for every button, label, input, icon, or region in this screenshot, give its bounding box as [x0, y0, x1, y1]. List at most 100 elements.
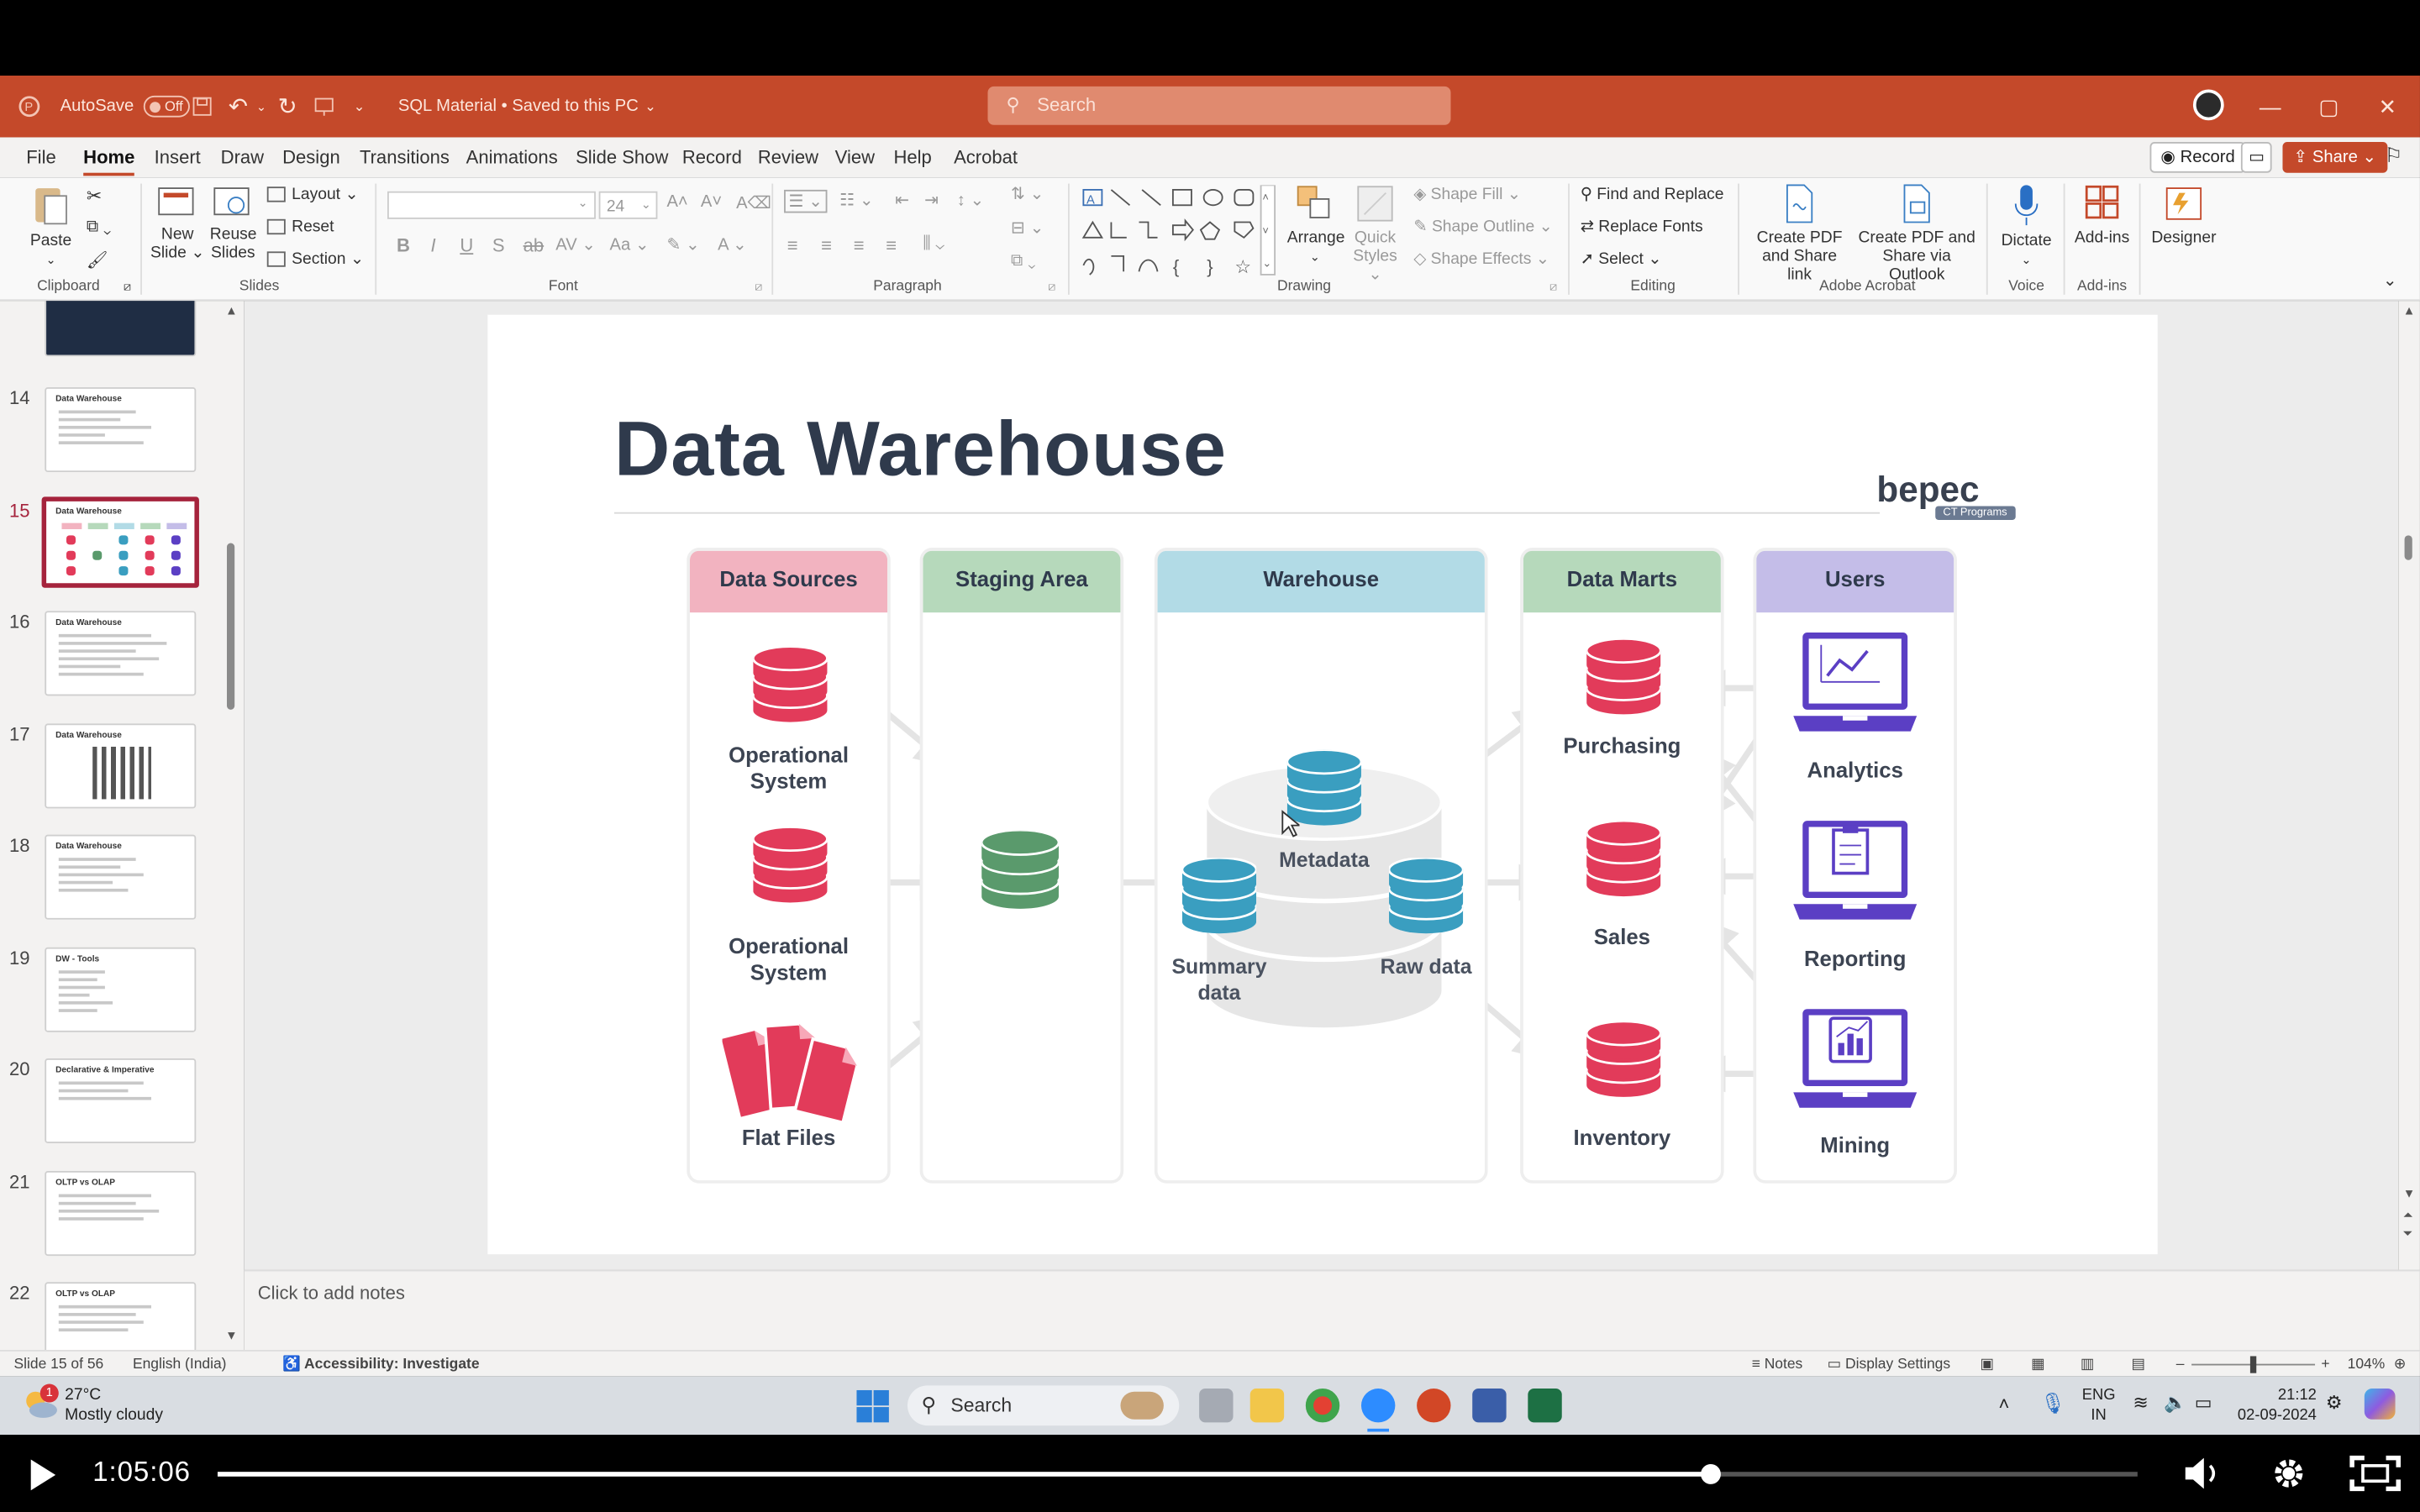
present-icon[interactable] — [313, 76, 335, 137]
file-explorer-icon[interactable] — [1249, 1389, 1285, 1423]
slide-thumbnail-20[interactable]: Declarative & Imperative — [45, 1058, 197, 1143]
play-icon[interactable] — [28, 1458, 59, 1492]
slide-thumbnail-15[interactable]: Data Warehouse — [41, 496, 199, 587]
format-painter-icon[interactable]: 🖌 — [86, 251, 108, 270]
bullets-icon[interactable]: ☰ ⌄ — [784, 189, 828, 213]
wifi-icon[interactable]: ≋ — [2133, 1391, 2149, 1414]
thumbnail-scrollbar-thumb[interactable] — [226, 543, 235, 710]
volume-tray-icon[interactable]: 🔈 — [2164, 1391, 2187, 1414]
weather-widget[interactable]: 27°C Mostly cloudy — [65, 1385, 163, 1425]
copy-icon[interactable]: ⧉ ⌄ — [86, 217, 112, 237]
slideshow-view-icon[interactable]: ▤ — [2131, 1356, 2145, 1373]
reset-button[interactable]: Reset — [266, 218, 334, 236]
find-replace-button[interactable]: ⚲ Find and Replace — [1580, 185, 1724, 204]
ssms-icon[interactable] — [1472, 1389, 1507, 1423]
clipboard-launcher-icon[interactable]: ⧄ — [123, 279, 132, 293]
tab-file[interactable]: File — [26, 146, 56, 169]
scroll-up-icon[interactable]: ▲ — [225, 303, 238, 318]
numbering-icon[interactable]: ☷ ⌄ — [839, 191, 874, 210]
previous-slide-icon[interactable]: ⏶ — [2402, 1208, 2413, 1222]
slide-thumbnail-22[interactable]: OLTP vs OLAP — [45, 1282, 197, 1351]
document-title[interactable]: SQL Material • Saved to this PC⌄ — [397, 97, 657, 116]
close-icon[interactable]: ✕ — [2378, 94, 2397, 119]
reuse-slides-button[interactable]: Reuse Slides — [210, 184, 257, 263]
settings-icon[interactable] — [2270, 1455, 2307, 1492]
redo-icon[interactable]: ↻ — [277, 94, 297, 121]
zoom-out-icon[interactable]: – — [2175, 1356, 2185, 1373]
tab-design[interactable]: Design — [282, 146, 340, 169]
designer-button[interactable]: Designer — [2149, 184, 2219, 247]
slide-title[interactable]: Data Warehouse — [614, 406, 1228, 492]
column-staging-area[interactable]: Staging Area — [919, 548, 1124, 1184]
tray-mic-icon[interactable]: 🎙 — [2040, 1391, 2066, 1415]
italic-icon[interactable]: I — [430, 234, 436, 256]
shape-effects-button[interactable]: ◇ Shape Effects ⌄ — [1413, 249, 1549, 269]
notes-toggle[interactable]: ≡ Notes — [1751, 1356, 1803, 1373]
strikethrough-icon[interactable]: ab — [523, 234, 544, 256]
shape-outline-button[interactable]: ✎ Shape Outline ⌄ — [1413, 217, 1553, 237]
slide-thumbnail-14[interactable]: Data Warehouse — [45, 387, 197, 473]
tab-transitions[interactable]: Transitions — [359, 146, 450, 169]
display-settings-button[interactable]: ▭ Display Settings — [1827, 1356, 1951, 1373]
start-icon[interactable] — [856, 1389, 889, 1427]
shadow-icon[interactable]: S — [492, 234, 505, 256]
section-button[interactable]: Section ⌄ — [266, 250, 364, 269]
normal-view-icon[interactable]: ▣ — [1980, 1356, 1994, 1373]
coauthor-icon[interactable]: ⚐ — [2384, 143, 2403, 167]
select-button[interactable]: ➚ Select ⌄ — [1580, 249, 1662, 269]
accessibility-status[interactable]: ♿ Accessibility: Investigate — [282, 1356, 480, 1373]
slide-thumbnail-21[interactable]: OLTP vs OLAP — [45, 1170, 197, 1256]
slide-canvas[interactable]: Data Warehouse bepec CT Programs — [487, 314, 2158, 1255]
font-color-icon[interactable]: A ⌄ — [718, 236, 747, 255]
text-direction-icon[interactable]: ⇅ ⌄ — [1011, 185, 1044, 204]
maximize-icon[interactable]: ▢ — [2318, 94, 2339, 119]
font-size-select[interactable]: 24⌄ — [598, 191, 658, 219]
share-button[interactable]: ⇪ Share ⌄ — [2282, 141, 2388, 173]
thumbnail-scrollbar[interactable]: ▲ ▼ — [225, 301, 238, 1350]
powerpoint-icon[interactable] — [1417, 1389, 1451, 1423]
decrease-font-icon[interactable]: A˅ — [700, 192, 723, 212]
next-slide-icon[interactable]: ⏷ — [2402, 1226, 2413, 1241]
zoom-level[interactable]: 104% — [2347, 1356, 2386, 1373]
collapse-ribbon-icon[interactable]: ⌄ — [2382, 271, 2397, 291]
editor-scroll-down-icon[interactable]: ▼ — [2402, 1186, 2416, 1200]
slide-thumbnail-19[interactable]: DW - Tools — [45, 946, 197, 1032]
increase-indent-icon[interactable]: ⇥ — [924, 191, 939, 210]
clock[interactable]: 21:12 02-09-2024 — [2233, 1385, 2317, 1425]
paste-button[interactable]: Paste⌄ — [28, 184, 74, 269]
scroll-down-icon[interactable]: ▼ — [225, 1328, 238, 1342]
chrome-icon[interactable] — [1305, 1389, 1340, 1423]
notifications-icon[interactable]: ⚙ — [2325, 1391, 2343, 1414]
underline-icon[interactable]: U — [460, 234, 474, 256]
tab-review[interactable]: Review — [757, 146, 819, 169]
record-button[interactable]: ◉ Record — [2149, 141, 2246, 173]
character-spacing-icon[interactable]: AV ⌄ — [555, 236, 597, 255]
align-right-icon[interactable]: ≡ — [853, 234, 865, 256]
slide-thumbnail-16[interactable]: Data Warehouse — [45, 611, 197, 696]
save-icon[interactable] — [192, 76, 213, 137]
slide-thumbnail-18[interactable]: Data Warehouse — [45, 834, 197, 920]
smartart-icon[interactable]: ⧉ ⌄ — [1011, 251, 1036, 270]
arrange-button[interactable]: Arrange⌄ — [1287, 184, 1344, 266]
zoom-app-icon[interactable] — [1360, 1389, 1396, 1423]
replace-fonts-button[interactable]: ⇄ Replace Fonts — [1580, 217, 1703, 237]
layout-button[interactable]: Layout ⌄ — [266, 185, 359, 203]
zoom-in-icon[interactable]: + — [2321, 1356, 2330, 1373]
fit-to-window-icon[interactable]: ⊕ — [2393, 1356, 2407, 1373]
copilot-icon[interactable] — [2364, 1389, 2396, 1420]
editor-scroll-up-icon[interactable]: ▲ — [2402, 303, 2416, 318]
shape-fill-button[interactable]: ◈ Shape Fill ⌄ — [1413, 185, 1521, 204]
video-progress-track[interactable] — [217, 1464, 2138, 1484]
tab-record[interactable]: Record — [681, 146, 742, 169]
volume-icon[interactable] — [2182, 1457, 2223, 1490]
tab-view[interactable]: View — [834, 146, 876, 169]
language-indicator[interactable]: English (India) — [132, 1356, 227, 1373]
video-progress-handle[interactable] — [1700, 1464, 1721, 1484]
tray-expand-icon[interactable]: ˄ — [1998, 1393, 2010, 1415]
fullscreen-icon[interactable] — [2349, 1455, 2401, 1492]
tab-acrobat[interactable]: Acrobat — [954, 146, 1018, 169]
notes-pane[interactable]: Click to add notes — [244, 1269, 2420, 1351]
task-view-icon[interactable] — [1199, 1389, 1234, 1423]
minimize-icon[interactable]: — — [2259, 94, 2281, 119]
battery-icon[interactable]: ▭ — [2194, 1391, 2212, 1414]
